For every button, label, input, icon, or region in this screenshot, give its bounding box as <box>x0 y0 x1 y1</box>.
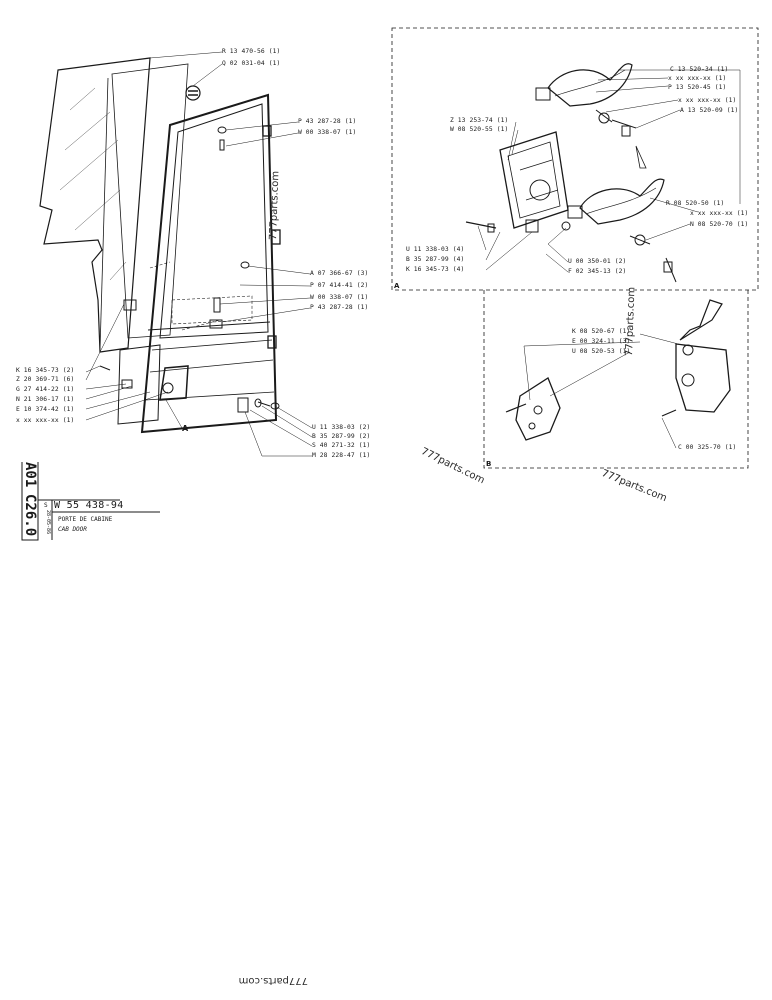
callout-a-box: A <box>394 282 400 290</box>
part-label: x xx xxx-xx (1) <box>16 417 75 424</box>
hinges <box>262 125 281 349</box>
part-label: P 13 520-45 (1) <box>668 84 727 91</box>
detail-a-frame <box>391 27 759 291</box>
part-label: B 35 287-99 (4) <box>406 256 465 263</box>
assembly-lines <box>149 261 253 331</box>
part-label: C 13 520-34 (1) <box>670 66 729 73</box>
callout-a: A <box>182 424 189 433</box>
drawing-date: 28-05-86 <box>45 510 51 535</box>
part-label: x xx xxx-xx (1) <box>690 210 749 217</box>
part-label: x xx xxx-xx (1) <box>668 75 727 82</box>
part-label: S 40 271-32 (1) <box>312 442 371 449</box>
seal-frame <box>99 63 189 351</box>
watermark: 777parts.com <box>238 975 308 986</box>
part-label: x xx xxx-xx (1) <box>678 97 737 104</box>
detail-b-parts <box>505 299 731 441</box>
part-number: W 55 438-94 <box>54 500 124 511</box>
part-label: Z 20 369-71 (6) <box>16 376 75 383</box>
part-label: A 07 366-67 (3) <box>310 270 369 277</box>
part-label: N 21 306-17 (1) <box>16 396 75 403</box>
code-a01: A01 <box>22 462 38 488</box>
callout-b-box: B <box>486 460 492 468</box>
part-label: A 13 520-09 (1) <box>680 107 739 114</box>
part-label: W 00 338-07 (1) <box>298 129 357 136</box>
part-label: R 08 520-50 (1) <box>666 200 725 207</box>
small-parts <box>99 126 280 413</box>
title-en: CAB DOOR <box>58 526 87 533</box>
part-label: W 00 338-07 (1) <box>310 294 369 301</box>
leader-lines-a <box>477 69 741 273</box>
part-label: C 00 325-70 (1) <box>678 444 737 451</box>
part-label: M 28 228-47 (1) <box>312 452 371 459</box>
glass-pane <box>39 57 151 353</box>
part-label: Z 13 253-74 (1) <box>450 117 509 124</box>
part-label: K 16 345-73 (2) <box>16 367 75 374</box>
part-label: U 11 338-03 (2) <box>312 424 371 431</box>
part-label: F 02 345-13 (2) <box>568 268 627 275</box>
title-block-frame <box>21 462 160 541</box>
part-label: E 10 374-42 (1) <box>16 406 75 413</box>
part-label: E 00 324-11 (3) <box>572 338 631 345</box>
part-label: U 00 350-01 (2) <box>568 258 627 265</box>
part-label: B 35 287-99 (2) <box>312 433 371 440</box>
knob-part <box>185 85 201 101</box>
part-label: Q 02 031-04 (1) <box>222 60 281 67</box>
title-fr: PORTE DE CABINE <box>58 516 113 523</box>
part-label: P 43 287-28 (1) <box>310 304 369 311</box>
part-label: K 16 345-73 (4) <box>406 266 465 273</box>
part-label: U 11 338-03 (4) <box>406 246 465 253</box>
part-label: K 08 520-67 (1) <box>572 328 631 335</box>
part-label: U 08 520-53 (1) <box>572 348 631 355</box>
door-frame <box>117 93 278 434</box>
number-prefix: S <box>44 502 48 509</box>
part-label: N 08 520-70 (1) <box>690 221 749 228</box>
leader-lines-left <box>85 51 313 457</box>
detail-a-parts <box>465 63 677 283</box>
leader-lines-b <box>523 333 687 449</box>
part-label: R 13 470-56 (1) <box>222 48 281 55</box>
part-label: G 27 414-22 (1) <box>16 386 75 393</box>
detail-b-frame <box>483 290 749 469</box>
part-label: P 43 287-28 (1) <box>298 118 357 125</box>
code-c26: C26.0 <box>22 494 38 537</box>
part-label: P 07 414-41 (2) <box>310 282 369 289</box>
part-label: W 08 520-55 (1) <box>450 126 509 133</box>
